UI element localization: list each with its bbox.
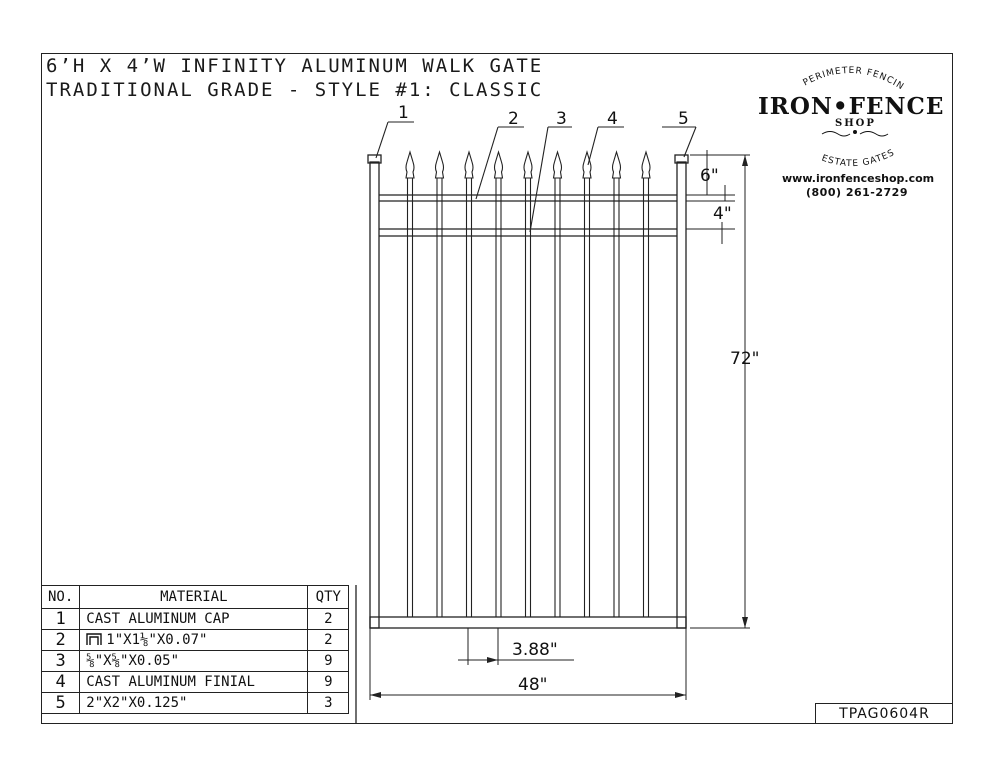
finial xyxy=(611,150,622,179)
finial xyxy=(641,150,651,179)
callout-5: 5 xyxy=(678,109,689,129)
logo-url: www.ironfenceshop.com xyxy=(782,172,935,185)
table-row: 5 2"X2"X0.125" 3 xyxy=(40,692,350,714)
table-row: 3 ⅝"X⅝"X0.05" 9 xyxy=(40,650,350,672)
row-material: 1"X1⅛"X0.07" xyxy=(106,632,208,648)
finial xyxy=(405,150,415,179)
finial xyxy=(493,150,504,179)
drawing-number: TPAG0604R xyxy=(815,703,953,724)
header-no: NO. xyxy=(40,585,81,609)
picket xyxy=(493,150,504,617)
picket xyxy=(523,150,533,617)
logo-arc-text: PERIMETER FENCING ESTATE GATES xyxy=(756,45,905,169)
picket xyxy=(611,150,622,617)
row-no: 2 xyxy=(40,629,81,651)
callout-leaders xyxy=(375,121,697,233)
logo-name: IRON•FENCE xyxy=(758,93,945,120)
row-material: CAST ALUMINUM CAP xyxy=(79,608,309,630)
gate-frame xyxy=(355,154,689,724)
picket xyxy=(464,150,474,617)
post-cap-left xyxy=(367,154,382,164)
callout-1: 1 xyxy=(398,103,409,123)
callout-2: 2 xyxy=(508,109,519,129)
row-material: ⅝"X⅝"X0.05" xyxy=(79,650,309,672)
row-material: CAST ALUMINUM FINIAL xyxy=(79,671,309,693)
pickets xyxy=(405,150,651,617)
row-material-cell: 1"X1⅛"X0.07" xyxy=(79,629,309,651)
row-material: 2"X2"X0.125" xyxy=(79,692,309,714)
materials-table: NO. MATERIAL QTY 1 CAST ALUMINUM CAP 2 2… xyxy=(40,585,350,714)
table-row: 2 1"X1⅛"X0.07" 2 xyxy=(40,629,350,651)
table-row: 4 CAST ALUMINUM FINIAL 9 xyxy=(40,671,350,693)
finial xyxy=(552,150,563,179)
drawing-subtitle: TRADITIONAL GRADE - STYLE #1: CLASSIC xyxy=(46,79,544,101)
callout-4: 4 xyxy=(607,109,618,129)
logo-phone: (800) 261-2729 xyxy=(806,186,908,199)
sheet-border xyxy=(41,53,953,724)
dim-rail-gap: 4" xyxy=(713,204,732,224)
row-qty: 9 xyxy=(307,650,350,672)
dim-height: 72" xyxy=(730,349,759,369)
picket xyxy=(552,150,563,617)
picket xyxy=(641,150,651,617)
post-cap-right xyxy=(674,154,689,164)
finial xyxy=(434,150,445,179)
finial xyxy=(582,150,592,179)
row-no: 1 xyxy=(40,608,81,630)
picket xyxy=(405,150,415,617)
row-qty: 2 xyxy=(307,608,350,630)
dimension-arrows xyxy=(370,155,748,698)
picket xyxy=(434,150,445,617)
header-qty: QTY xyxy=(307,585,350,609)
dim-picket-spacing: 3.88" xyxy=(512,640,558,660)
row-qty: 3 xyxy=(307,692,350,714)
callout-3: 3 xyxy=(556,109,567,129)
finial xyxy=(523,150,533,179)
row-qty: 9 xyxy=(307,671,350,693)
table-row: 1 CAST ALUMINUM CAP 2 xyxy=(40,608,350,630)
row-no: 3 xyxy=(40,650,81,672)
picket xyxy=(582,150,592,617)
row-no: 4 xyxy=(40,671,81,693)
channel-icon xyxy=(86,633,102,645)
row-no: 5 xyxy=(40,692,81,714)
header-material: MATERIAL xyxy=(79,585,309,609)
table-header-row: NO. MATERIAL QTY xyxy=(40,585,350,609)
dim-width: 48" xyxy=(518,675,547,695)
drawing-title: 6’H X 4’W INFINITY ALUMINUM WALK GATE xyxy=(46,55,544,77)
finial xyxy=(464,150,474,179)
dim-top-gap: 6" xyxy=(700,166,719,186)
row-qty: 2 xyxy=(307,629,350,651)
dimension-lines xyxy=(369,150,750,700)
logo-shop: SHOP xyxy=(835,118,876,129)
